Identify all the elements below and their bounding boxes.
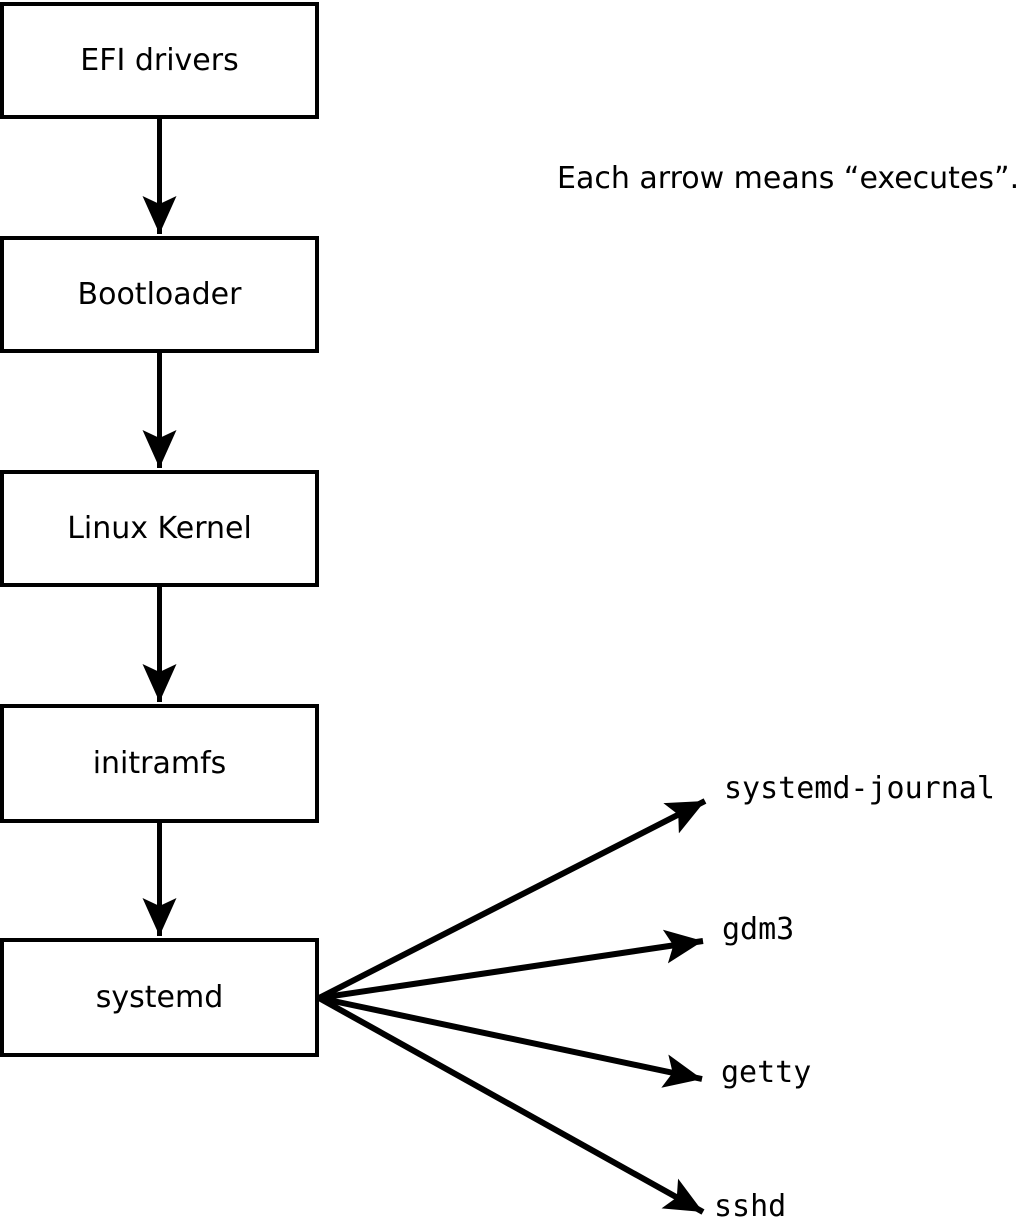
arrow-systemd-to-gdm3 [318, 929, 704, 1001]
node-bootloader: Bootloader [0, 236, 319, 353]
legend-note: Each arrow means “executes”. [557, 161, 1020, 196]
node-linux-kernel: Linux Kernel [0, 470, 319, 587]
node-initramfs: initramfs [0, 704, 319, 823]
process-label-getty: getty [721, 1055, 812, 1090]
process-label-gdm3: gdm3 [722, 912, 795, 947]
node-systemd-label: systemd [95, 979, 224, 1015]
node-efi-drivers-label: EFI drivers [80, 42, 239, 78]
node-initramfs-label: initramfs [92, 745, 227, 781]
arrow-systemd-to-sshd [317, 995, 705, 1215]
process-label-systemd-journal: systemd-journal [724, 771, 995, 806]
process-label-sshd: sshd [714, 1189, 787, 1224]
node-bootloader-label: Bootloader [77, 276, 242, 312]
arrow-systemd-to-getty [318, 995, 703, 1088]
node-linux-kernel-label: Linux Kernel [67, 510, 252, 546]
node-systemd: systemd [0, 938, 319, 1057]
node-efi-drivers: EFI drivers [0, 2, 319, 119]
arrow-systemd-to-journal [317, 798, 707, 1001]
